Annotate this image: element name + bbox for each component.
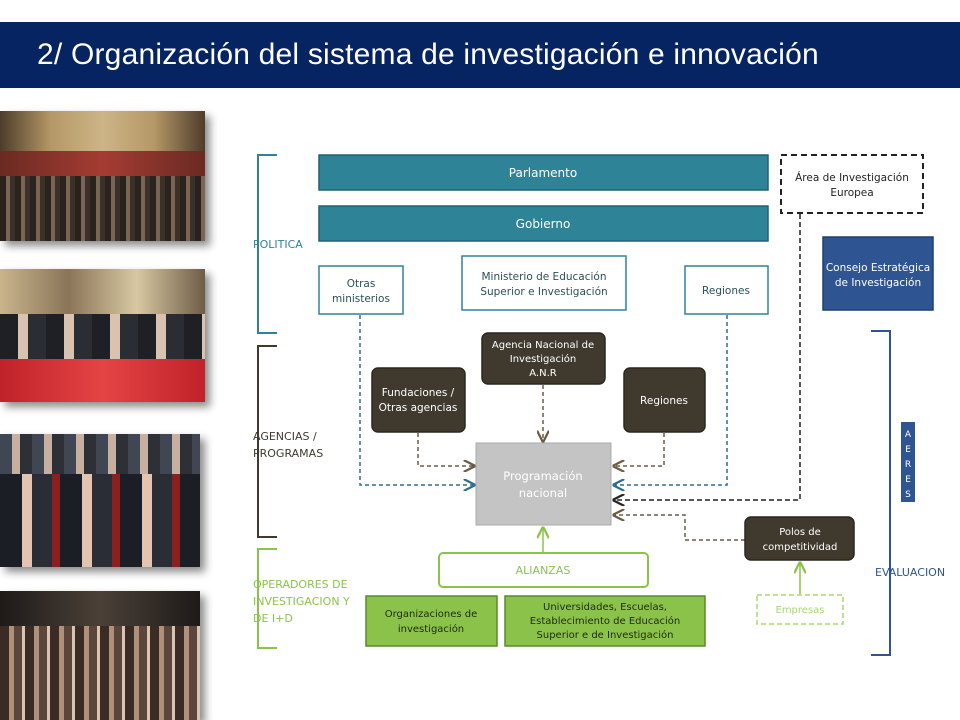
svg-text:de Investigación: de Investigación xyxy=(835,277,921,289)
node-parlamento: Parlamento xyxy=(318,154,769,191)
node-regiones-agencias: Regiones xyxy=(623,367,706,433)
node-organizaciones-investigacion: Organizaciones de investigación xyxy=(365,595,498,647)
label-agencias-1: AGENCIAS / xyxy=(253,430,317,443)
arrow-fundaciones-to-programacion xyxy=(417,433,474,466)
node-programacion-nacional: Programación nacional xyxy=(475,442,612,526)
svg-text:investigación: investigación xyxy=(398,623,464,635)
svg-text:Universidades, Escuelas,: Universidades, Escuelas, xyxy=(543,602,667,613)
svg-text:Regiones: Regiones xyxy=(702,285,750,297)
label-evaluacion: EVALUACION xyxy=(875,566,945,579)
svg-text:Otras: Otras xyxy=(347,278,376,290)
svg-text:Ministerio de Educación: Ministerio de Educación xyxy=(482,271,607,283)
svg-text:Empresas: Empresas xyxy=(776,605,825,616)
slide-title: 2/ Organización del sistema de investiga… xyxy=(37,38,819,71)
svg-text:Organizaciones de: Organizaciones de xyxy=(385,609,478,620)
svg-text:nacional: nacional xyxy=(519,486,567,500)
svg-text:Gobierno: Gobierno xyxy=(516,217,571,231)
node-universidades: Universidades, Escuelas, Establecimiento… xyxy=(504,595,706,647)
svg-text:Investigación: Investigación xyxy=(510,353,576,365)
label-operadores-1: OPERADORES DE xyxy=(253,578,348,591)
svg-text:Programación: Programación xyxy=(503,469,582,483)
node-consejo-estrategica: Consejo Estratégica de Investigación xyxy=(822,236,934,311)
node-otras-ministerios: Otras ministerios xyxy=(318,265,404,315)
node-gobierno: Gobierno xyxy=(318,205,769,242)
svg-text:S: S xyxy=(905,490,911,500)
arrow-area-europea-to-programacion xyxy=(614,214,801,500)
label-operadores-3: DE I+D xyxy=(253,612,293,625)
svg-text:Superior e de Investigación: Superior e de Investigación xyxy=(537,629,674,641)
svg-text:competitividad: competitividad xyxy=(763,542,838,553)
council-meeting-photo xyxy=(0,269,205,402)
svg-text:Establecimiento de Educación: Establecimiento de Educación xyxy=(530,615,680,627)
node-anr: Agencia Nacional de Investigación A.N.R xyxy=(481,332,606,385)
node-polos-competitividad: Polos de competitividad xyxy=(744,516,855,561)
node-aeres: A E R E S xyxy=(901,422,915,502)
svg-text:Regiones: Regiones xyxy=(640,395,688,407)
evaluacion-bracket xyxy=(871,330,891,656)
svg-text:Otras agencias: Otras agencias xyxy=(379,402,458,414)
svg-text:ALIANZAS: ALIANZAS xyxy=(516,564,571,577)
svg-text:Consejo Estratégica: Consejo Estratégica xyxy=(826,262,930,274)
svg-text:Superior e Investigación: Superior e Investigación xyxy=(480,286,607,298)
label-politica: POLITICA xyxy=(253,238,303,251)
node-fundaciones: Fundaciones / Otras agencias xyxy=(371,367,466,433)
node-empresas: Empresas xyxy=(756,594,844,625)
svg-text:ministerios: ministerios xyxy=(332,293,390,305)
svg-text:A.N.R: A.N.R xyxy=(529,368,557,379)
officials-audience-photo xyxy=(0,434,200,567)
svg-text:Polos de: Polos de xyxy=(779,527,821,538)
lecture-hall-photo xyxy=(0,591,200,720)
parliament-chamber-photo xyxy=(0,111,205,241)
svg-text:Parlamento: Parlamento xyxy=(509,166,577,180)
svg-text:E: E xyxy=(905,475,911,485)
title-bar: 2/ Organización del sistema de investiga… xyxy=(0,22,960,88)
label-agencias-2: PROGRAMAS xyxy=(253,447,323,460)
svg-text:E: E xyxy=(905,445,911,455)
svg-text:Fundaciones /: Fundaciones / xyxy=(382,387,455,399)
node-regiones-politica: Regiones xyxy=(684,265,769,315)
politica-bracket xyxy=(257,154,277,334)
arrow-otras-to-programacion xyxy=(359,315,474,485)
node-area-investigacion-europea: Área de Investigación Europea xyxy=(780,154,924,214)
operadores-bracket xyxy=(257,548,277,649)
svg-text:Agencia Nacional de: Agencia Nacional de xyxy=(492,340,594,351)
arrow-regiones-mid-to-programacion xyxy=(614,433,665,466)
svg-text:Europea: Europea xyxy=(830,187,873,199)
arrow-polos-to-programacion xyxy=(614,515,745,541)
svg-text:Área de Investigación: Área de Investigación xyxy=(795,171,909,184)
node-ministerio-educacion: Ministerio de Educación Superior e Inves… xyxy=(461,255,627,311)
agencias-bracket xyxy=(257,345,277,538)
label-operadores-2: INVESTIGACION Y xyxy=(253,595,350,608)
node-alianzas: ALIANZAS xyxy=(438,552,649,588)
svg-text:R: R xyxy=(905,460,911,470)
svg-text:A: A xyxy=(905,430,912,440)
arrow-regiones-to-programacion xyxy=(614,315,728,485)
